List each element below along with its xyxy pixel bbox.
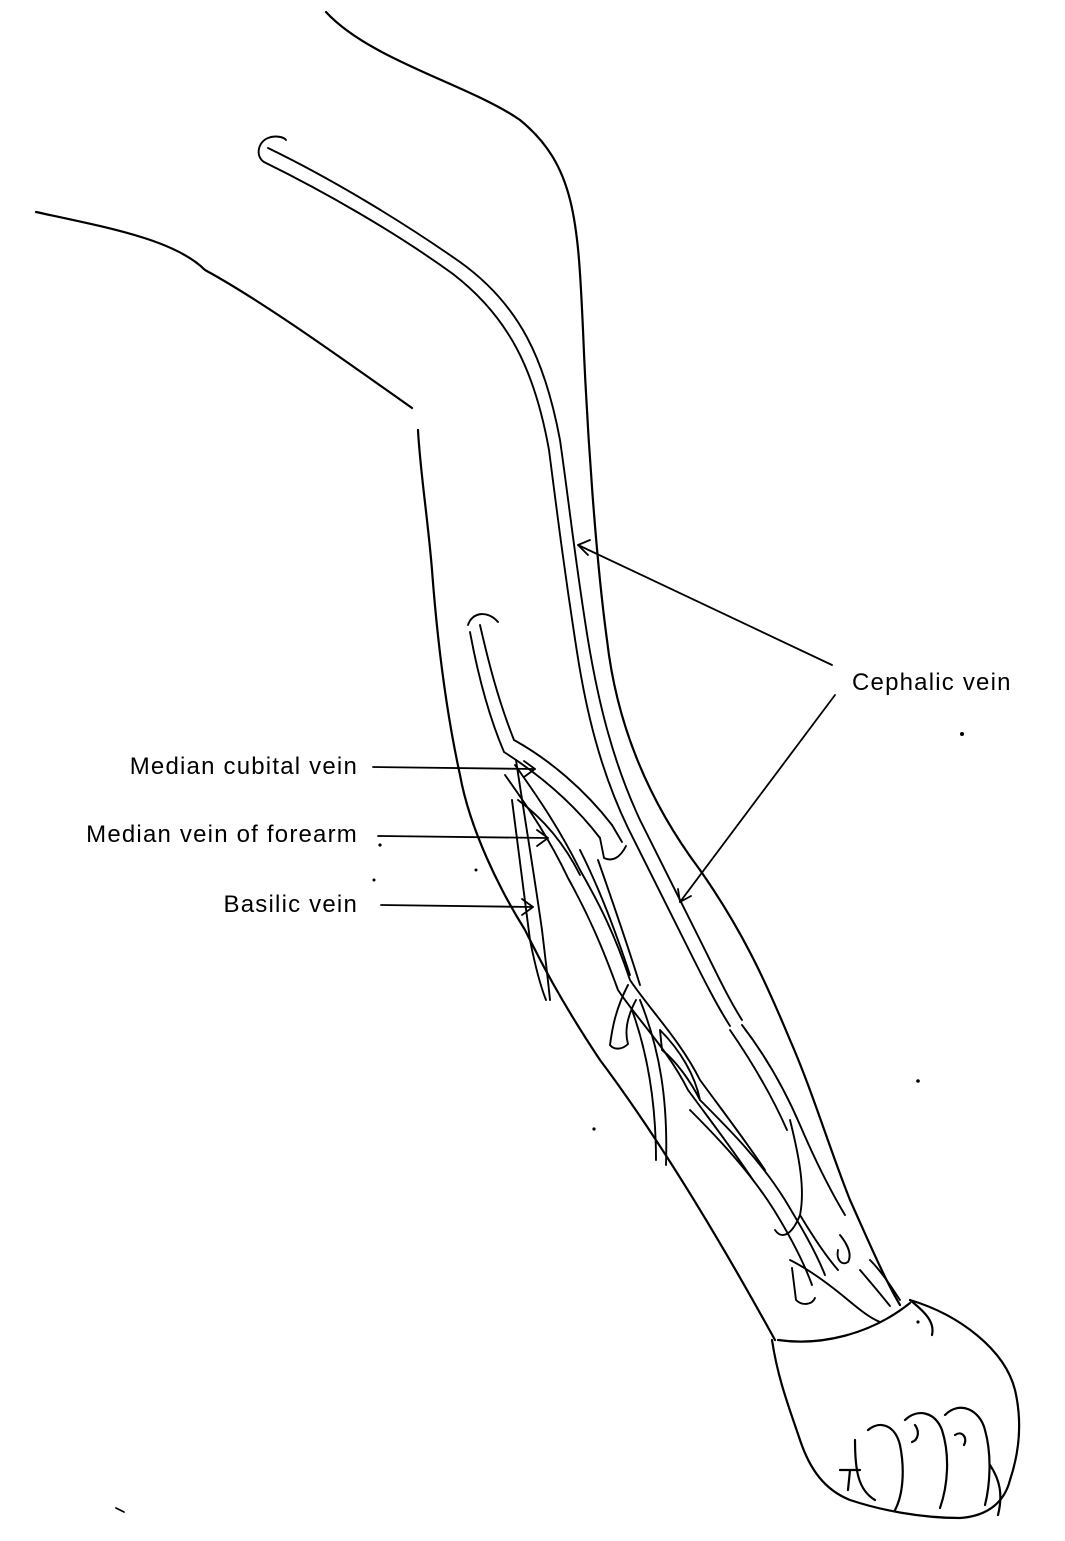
fist-fingers [855,1408,1000,1515]
veins [259,137,900,1322]
thumb-outline [910,1300,933,1335]
pointer-cephalic-lower [680,695,835,902]
median-forearm-branch [610,985,636,1049]
label-median-cubital-vein: Median cubital vein [130,753,358,780]
median-forearm-loop [660,1030,700,1100]
upper-arm-outer-contour [326,12,900,1305]
speck [960,732,964,736]
median-forearm-vein-wall-a [515,765,765,1170]
pointer-cephalic-upper [578,545,832,665]
scan-specks [116,732,964,1512]
speck [378,843,381,846]
basilic-vein-wall-a [516,760,550,1000]
label-cephalic-vein: Cephalic vein [852,669,1012,696]
cephalic-vein-wall-lateral [268,148,742,1020]
wrist-line [778,1303,910,1342]
hand-outline [772,1300,1019,1518]
speck [592,1127,595,1130]
label-basilic-vein: Basilic vein [224,891,358,918]
speck [916,1320,919,1323]
upper-arm-inner-contour [36,212,412,408]
lower-forearm-vein-c [690,1100,825,1285]
label-median-vein-of-forearm: Median vein of forearm [86,821,358,848]
pointer-median-forearm [378,836,548,838]
pointer-median-cubital [373,767,535,769]
speck [116,1508,124,1512]
labels: Cephalic vein Median cubital vein Median… [86,669,1012,918]
speck [475,869,478,872]
lower-forearm-vein-b [632,1000,666,1165]
speck [373,879,376,882]
median-cubital-junction [600,825,626,860]
lower-forearm-vein-d [730,1025,845,1215]
median-cubital-vein-cap [468,614,498,625]
speck [916,1079,920,1083]
